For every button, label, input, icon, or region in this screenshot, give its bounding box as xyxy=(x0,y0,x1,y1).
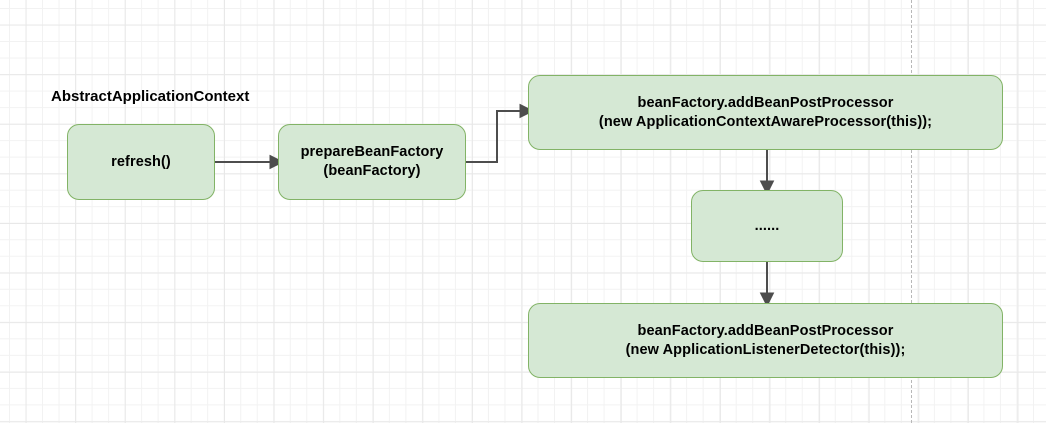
node-ellipsis[interactable]: ...... xyxy=(691,190,843,262)
node-refresh[interactable]: refresh() xyxy=(67,124,215,200)
edge-prepare-to-aware-processor xyxy=(466,103,535,163)
node-prepare-bean-factory[interactable]: prepareBeanFactory (beanFactory) xyxy=(278,124,466,200)
edge-aware-processor-to-ellipsis xyxy=(759,150,775,196)
page-break-line xyxy=(911,0,912,423)
node-add-application-listener-detector[interactable]: beanFactory.addBeanPostProcessor (new Ap… xyxy=(528,303,1003,378)
edge-ellipsis-to-listener-detector xyxy=(759,262,775,308)
page-title: AbstractApplicationContext xyxy=(51,88,250,105)
edge-refresh-to-prepare xyxy=(215,154,285,170)
node-add-application-context-aware-processor[interactable]: beanFactory.addBeanPostProcessor (new Ap… xyxy=(528,75,1003,150)
